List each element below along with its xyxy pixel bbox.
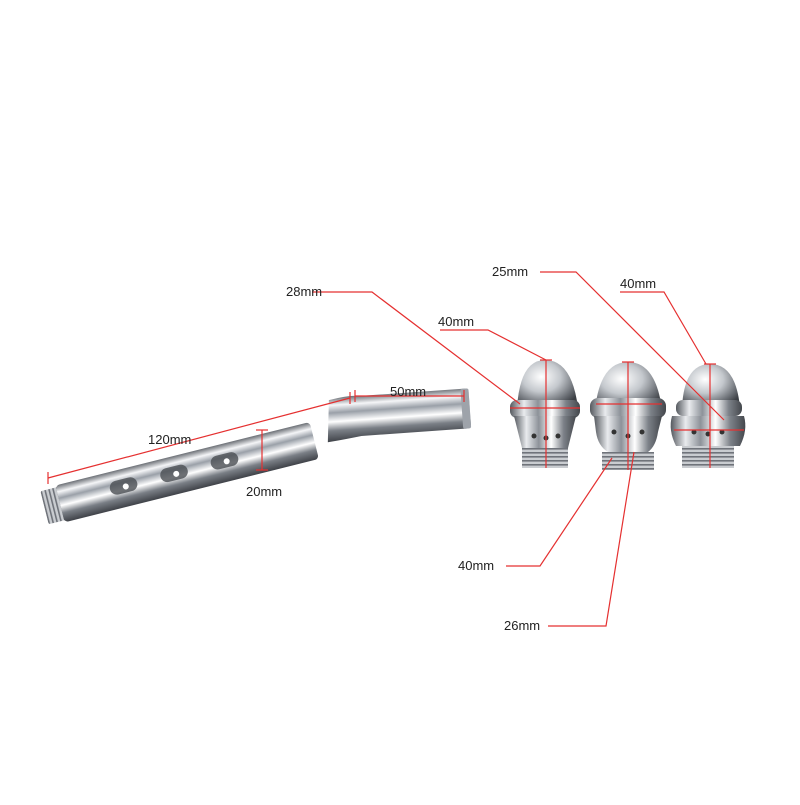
- label-rod-length: 120mm: [148, 432, 192, 447]
- label-head3-height: 40mm: [620, 276, 657, 291]
- dim-line-120mm: [47, 397, 351, 479]
- leader-26mm: [548, 451, 635, 627]
- label-head2-height: 40mm: [458, 558, 495, 573]
- label-head2-diameter: 25mm: [492, 264, 529, 279]
- leader-28mm: [312, 291, 521, 405]
- dimension-annotations: [47, 271, 744, 627]
- nozzle-head-1: [510, 360, 580, 468]
- label-head1-diameter: 28mm: [286, 284, 323, 299]
- label-head2-thread-diameter: 26mm: [504, 618, 541, 633]
- label-head1-height: 40mm: [438, 314, 475, 329]
- label-rod-bent-section: 50mm: [390, 384, 427, 399]
- nozzle-head-3: [670, 364, 746, 468]
- leader-40mm-bottom: [506, 457, 613, 567]
- label-rod-diameter: 20mm: [246, 484, 283, 499]
- leader-25mm: [540, 271, 725, 421]
- shower-rod: [40, 388, 472, 524]
